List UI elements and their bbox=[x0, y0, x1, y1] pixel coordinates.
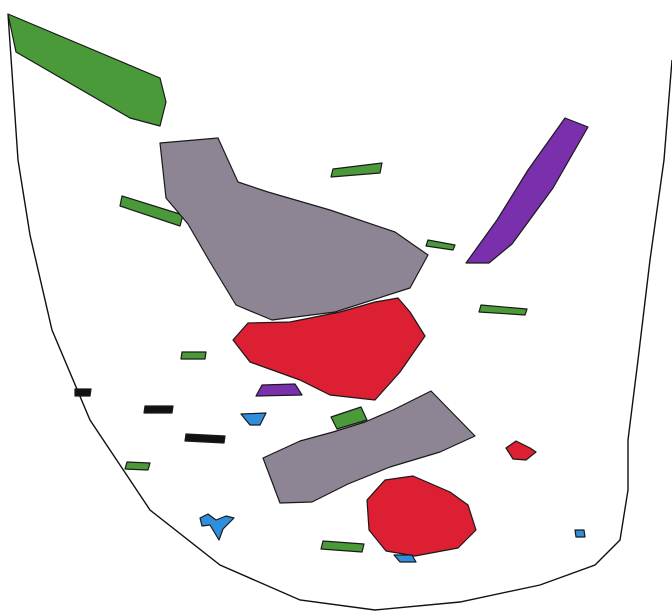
green-fragment bbox=[479, 305, 527, 315]
green-fragment bbox=[331, 163, 382, 177]
green-fragment bbox=[426, 240, 455, 250]
green-fragment-large bbox=[8, 14, 166, 126]
blue-fragment bbox=[200, 514, 234, 540]
green-fragment bbox=[181, 352, 206, 359]
black-fragment bbox=[144, 406, 173, 413]
black-fragment bbox=[185, 434, 225, 443]
gray-fragment-large bbox=[160, 138, 428, 320]
black-fragment bbox=[75, 389, 91, 396]
blue-fragment bbox=[394, 555, 416, 562]
purple-fragment bbox=[256, 384, 302, 396]
red-fragment bbox=[367, 476, 476, 556]
green-fragment bbox=[125, 462, 150, 470]
gray-fragment bbox=[263, 391, 475, 503]
blue-fragment bbox=[241, 413, 266, 425]
blue-fragment bbox=[575, 530, 585, 537]
green-fragment bbox=[321, 541, 364, 552]
purple-fragment-long bbox=[466, 118, 588, 263]
red-fragment-small bbox=[506, 441, 536, 460]
